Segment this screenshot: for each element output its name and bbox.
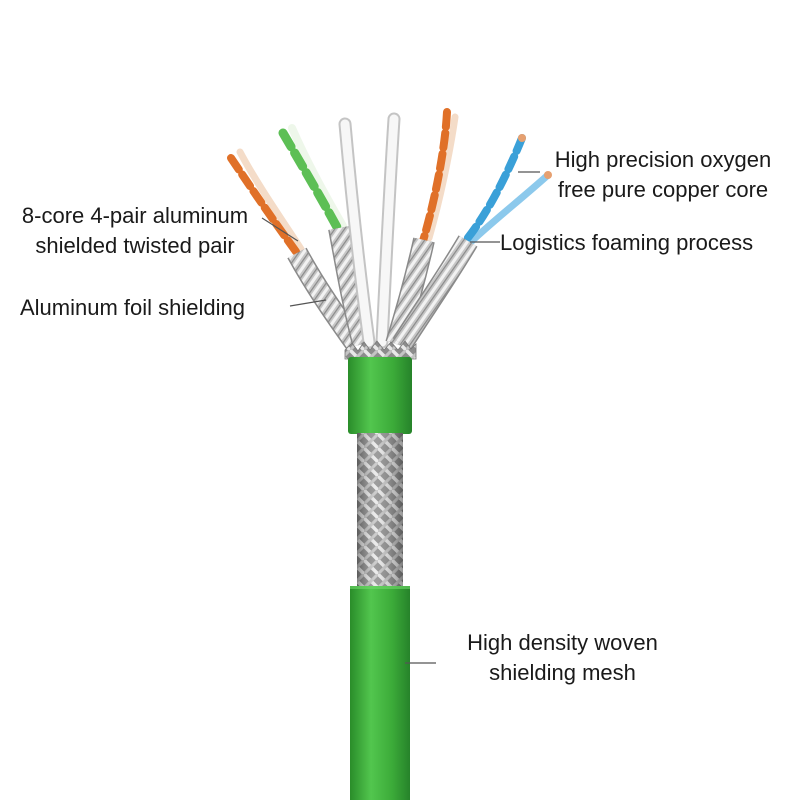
jacket-ring (348, 357, 412, 434)
leader-line-twisted-pair (261, 217, 299, 242)
white-wire-left (338, 117, 376, 349)
label-copper-core: High precision oxygen free pure copper c… (535, 145, 791, 205)
braid-fringe (344, 340, 417, 360)
green-pair (278, 124, 374, 347)
label-shielding-mesh-line2: shielding mesh (489, 660, 636, 685)
label-twisted-pair: 8-core 4-pair aluminum shielded twisted … (0, 201, 270, 261)
label-foil-shielding-text: Aluminum foil shielding (20, 295, 245, 320)
white-wire-right (375, 112, 401, 349)
label-foaming-process-text: Logistics foaming process (500, 230, 754, 255)
label-shielding-mesh-line1: High density woven (467, 630, 658, 655)
label-shielding-mesh: High density woven shielding mesh (450, 628, 675, 688)
blue-pair (392, 134, 552, 350)
label-foaming-process: Logistics foaming process (500, 228, 795, 258)
outer-jacket (350, 586, 410, 800)
leader-line-foil (289, 299, 327, 307)
copper-tip (544, 171, 552, 179)
copper-tip (518, 134, 526, 142)
braided-mesh-shade (357, 433, 403, 588)
label-twisted-pair-line2: shielded twisted pair (35, 233, 235, 258)
label-foil-shielding: Aluminum foil shielding (20, 293, 285, 323)
outer-jacket-edge (350, 586, 410, 589)
label-copper-core-line1: High precision oxygen (554, 147, 772, 172)
label-copper-core-line2: free pure copper core (557, 177, 769, 202)
label-twisted-pair-line1: 8-core 4-pair aluminum (21, 203, 249, 228)
